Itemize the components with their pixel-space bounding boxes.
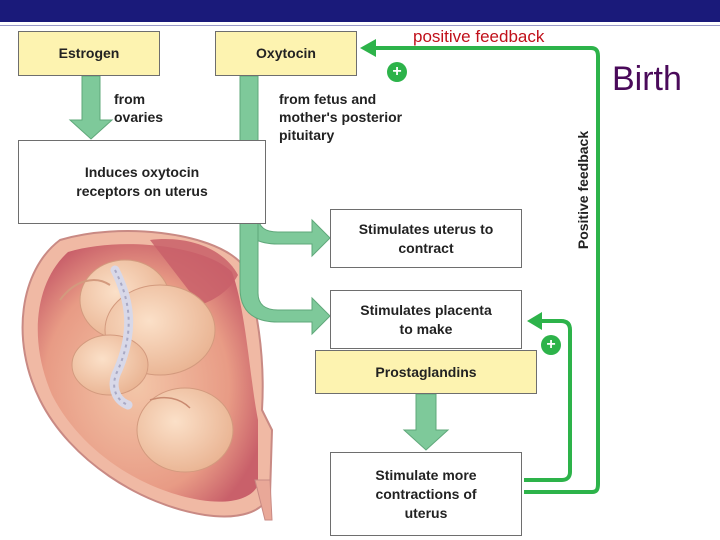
- positive-feedback-vertical-label: Positive feedback: [575, 130, 591, 250]
- slide-header-bar: [0, 0, 720, 22]
- uterus-illustration: [21, 230, 274, 521]
- slide-title: Birth: [612, 60, 682, 98]
- inner-loop-plus-sign: +: [541, 335, 561, 355]
- outer-loop-plus-sign: +: [387, 62, 407, 82]
- inner-loop-arrowhead: [527, 312, 542, 330]
- prostaglandins-box: Prostaglandins: [315, 350, 537, 394]
- induces-receptors-box: Induces oxytocin receptors on uterus: [18, 140, 266, 224]
- stimulates-uterus-box: Stimulates uterus to contract: [330, 209, 522, 268]
- positive-feedback-title: positive feedback: [413, 27, 545, 46]
- estrogen-arrow: [68, 75, 114, 140]
- oxytocin-box: Oxytocin: [215, 31, 357, 76]
- stimulate-more-box: Stimulate more contractions of uterus: [330, 452, 522, 536]
- prostaglandins-arrow: [402, 393, 450, 451]
- header-divider: [0, 22, 720, 26]
- from-fetus-note: from fetus and mother's posterior pituit…: [279, 91, 403, 143]
- inner-feedback-loop: [524, 319, 572, 482]
- stimulates-placenta-box: Stimulates placenta to make: [330, 290, 522, 349]
- estrogen-box: Estrogen: [18, 31, 160, 76]
- outer-loop-arrowhead: [360, 39, 376, 57]
- from-ovaries-note: from ovaries: [114, 91, 164, 125]
- outer-feedback-loop: [372, 46, 600, 494]
